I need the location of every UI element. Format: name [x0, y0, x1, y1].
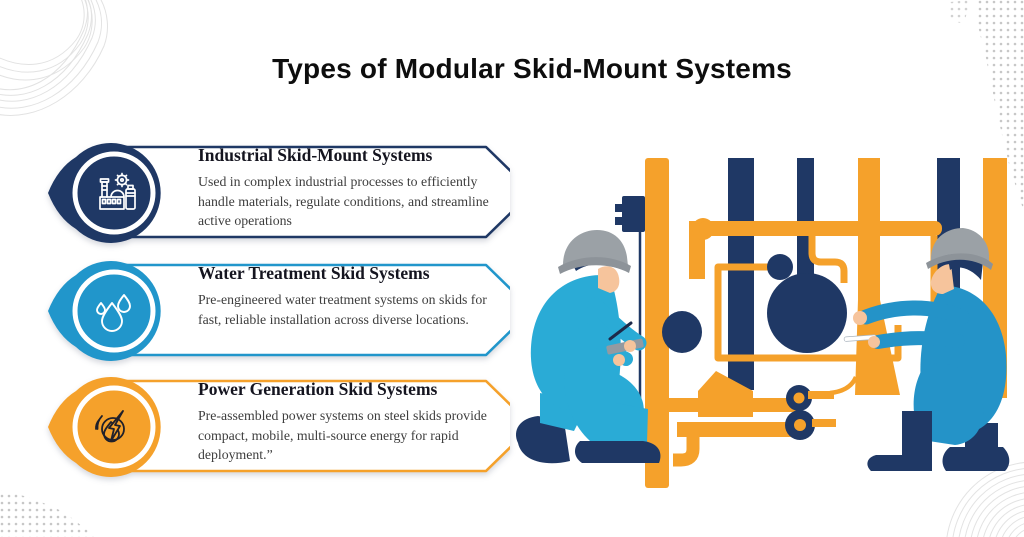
skid-column: [645, 158, 669, 488]
tank: [767, 273, 847, 353]
factory-icon: [99, 172, 136, 210]
boot: [867, 455, 932, 471]
worker-body: [530, 275, 621, 415]
badge-ring: [72, 151, 156, 235]
hand: [624, 340, 636, 352]
teardrop-badge: [48, 143, 161, 243]
card-banner-water: [48, 261, 510, 361]
card-power-generation: Power Generation Skid Systems Pre-assemb…: [40, 369, 510, 491]
engineers-illustration: [516, 158, 1010, 488]
card-description: Pre-assembled power systems on steel ski…: [198, 408, 487, 463]
valve: [767, 254, 793, 280]
flange-valve: [786, 385, 812, 411]
hair: [947, 249, 983, 280]
card-banner-power: [48, 377, 510, 477]
badge-ring: [72, 385, 156, 469]
page-title: Types of Modular Skid-Mount Systems: [272, 52, 792, 84]
shoe: [516, 416, 570, 464]
card-water-treatment: Water Treatment Skid Systems Pre-enginee…: [40, 253, 510, 375]
probe-stick: [843, 334, 877, 342]
dotted-decoration-top-right: [950, 0, 1024, 212]
face: [930, 264, 954, 294]
pump: [662, 311, 702, 353]
card-description: Used in complex industrial processes to …: [198, 174, 489, 229]
card-text-block: Water Treatment Skid Systems Pre-enginee…: [198, 263, 494, 329]
worker-left: [516, 230, 661, 464]
card-title: Industrial Skid-Mount Systems: [198, 145, 433, 165]
worker-right: [843, 228, 1010, 471]
card-description: Pre-engineered water treatment systems o…: [198, 292, 487, 327]
water-drops-icon: [96, 294, 131, 332]
hard-hat: [931, 228, 989, 263]
boot: [942, 447, 1010, 471]
shoe: [574, 441, 661, 463]
worker-body: [920, 285, 1007, 431]
pen: [608, 321, 633, 341]
hard-hat: [563, 230, 628, 268]
pipe-column: [983, 158, 1007, 398]
swirl-decoration-bottom-right: [946, 462, 1024, 537]
badge-ring: [72, 269, 156, 353]
arm: [587, 297, 647, 351]
power-energy-icon: [95, 410, 125, 443]
card-text-block: Power Generation Skid Systems Pre-assemb…: [198, 379, 494, 465]
pipe-manifold: [698, 371, 753, 417]
card-text-block: Industrial Skid-Mount Systems Used in co…: [198, 145, 494, 231]
card-title: Power Generation Skid Systems: [198, 379, 438, 399]
arm: [858, 300, 970, 325]
horizontal-pipe: [699, 221, 942, 236]
card-title: Water Treatment Skid Systems: [198, 263, 430, 283]
pipe-column: [937, 158, 960, 420]
teardrop-badge: [48, 377, 161, 477]
card-banner-industrial: [48, 143, 510, 243]
flange-valve: [785, 410, 815, 440]
tablet: [606, 338, 644, 355]
hair: [572, 249, 617, 271]
card-industrial-skid-mount: Industrial Skid-Mount Systems Used in co…: [40, 135, 510, 257]
outline-pipe: [714, 263, 902, 362]
hand: [853, 311, 867, 325]
face: [598, 266, 620, 293]
sensor-device: [615, 196, 645, 457]
